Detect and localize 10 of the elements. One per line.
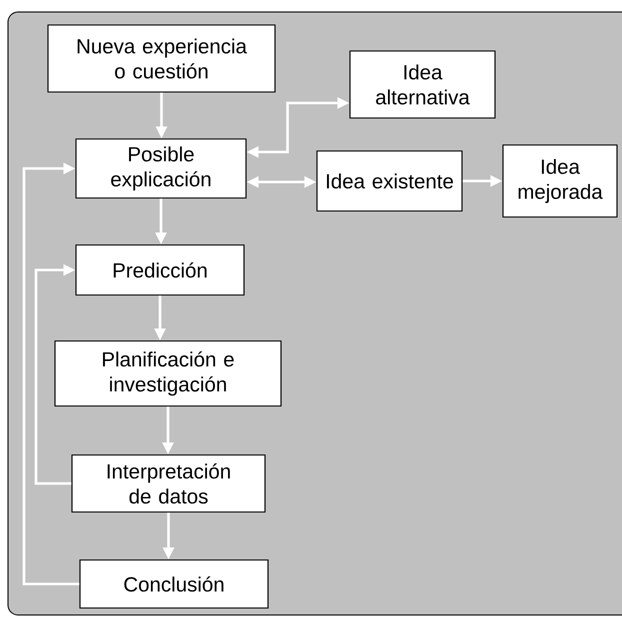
process-box: Idea existente [316, 150, 463, 212]
process-box: Interpretación de datos [71, 454, 266, 513]
process-box: Conclusión [79, 559, 269, 609]
process-box: Nueva experiencia o cuestión [47, 24, 276, 93]
process-box: Idea alternativa [349, 50, 496, 119]
process-box: Posible explicación [75, 138, 247, 199]
arrow [22, 162, 80, 586]
process-box: Idea mejorada [502, 144, 618, 218]
process-box: Planificación e investigación [54, 340, 282, 407]
process-box: Predicción [75, 244, 245, 296]
